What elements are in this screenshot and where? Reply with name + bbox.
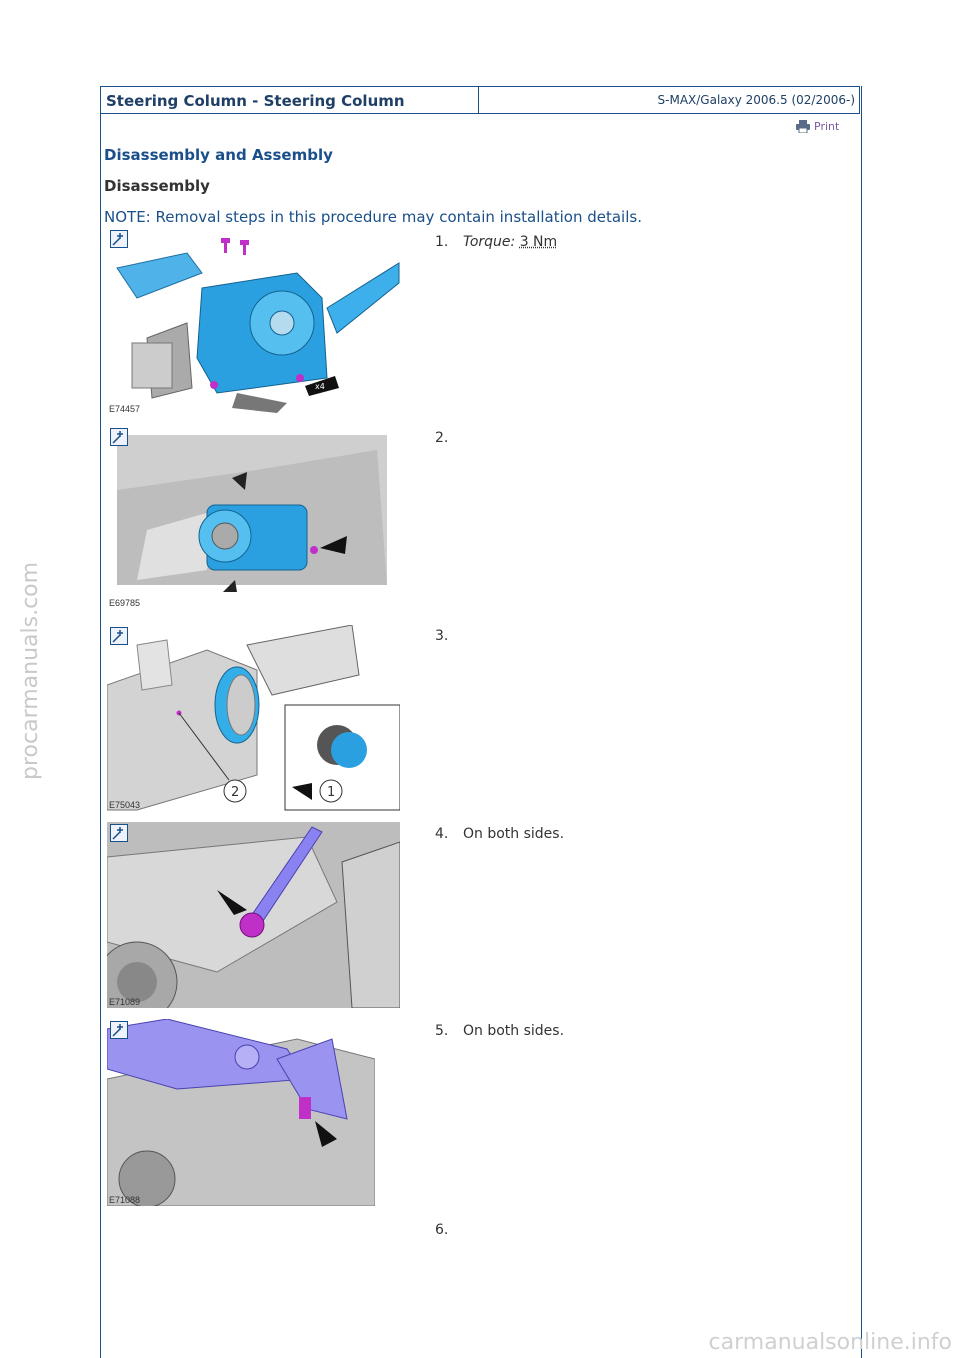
page-frame	[100, 86, 862, 1358]
step-1-figure[interactable]: x4 E74457	[107, 228, 400, 415]
zoom-icon[interactable]	[110, 428, 128, 446]
step-3-figure[interactable]: 2 1 E75043	[107, 625, 400, 812]
step-1-figure-code: E74457	[109, 404, 140, 414]
step-4-figure[interactable]: E71089	[107, 822, 400, 1008]
step-5-figure-code: E71088	[109, 1195, 140, 1205]
zoom-icon[interactable]	[110, 824, 128, 842]
print-button[interactable]: Print	[796, 120, 839, 133]
step-number: 3.	[435, 628, 449, 644]
step-number: 1.	[435, 234, 449, 250]
torque-label: Torque:	[463, 234, 516, 250]
step-1-text: 1. Torque: 3 Nm	[435, 234, 557, 250]
print-label: Print	[814, 120, 840, 133]
printer-icon	[796, 120, 810, 133]
torque-value-link[interactable]: 3 Nm	[519, 234, 558, 250]
step-description: On both sides.	[463, 826, 565, 842]
step-6-text: 6.	[435, 1222, 463, 1238]
section-title: Disassembly and Assembly	[104, 146, 333, 164]
step-number: 2.	[435, 430, 449, 446]
step-5-text: 5. On both sides.	[435, 1023, 564, 1039]
step-3-callout-2: 2	[231, 785, 239, 800]
subsection-title: Disassembly	[104, 177, 210, 195]
step-number: 6.	[435, 1222, 449, 1238]
step-4-figure-code: E71089	[109, 997, 140, 1007]
step-4-text: 4. On both sides.	[435, 826, 564, 842]
step-3-callout-1: 1	[327, 785, 335, 800]
zoom-icon[interactable]	[110, 1021, 128, 1039]
step-number: 5.	[435, 1023, 449, 1039]
step-2-figure[interactable]: E69785	[107, 430, 392, 610]
step-2-text: 2.	[435, 430, 463, 446]
step-1-callout: x4	[315, 382, 325, 391]
page-title: Steering Column - Steering Column	[101, 87, 479, 113]
page-header: Steering Column - Steering Column S-MAX/…	[100, 86, 860, 114]
step-2-figure-code: E69785	[109, 598, 140, 608]
watermark-bottom: carmanualsonline.info	[708, 1330, 952, 1355]
zoom-icon[interactable]	[110, 627, 128, 645]
step-number: 4.	[435, 826, 449, 842]
vehicle-model: S-MAX/Galaxy 2006.5 (02/2006-)	[657, 93, 855, 107]
step-3-text: 3.	[435, 628, 463, 644]
step-5-figure[interactable]: E71088	[107, 1019, 375, 1206]
watermark-left: procarmanuals.com	[18, 561, 43, 780]
procedure-note: NOTE: Removal steps in this procedure ma…	[104, 208, 642, 226]
step-description: On both sides.	[463, 1023, 565, 1039]
zoom-icon[interactable]	[110, 230, 128, 248]
step-3-figure-code: E75043	[109, 800, 140, 810]
